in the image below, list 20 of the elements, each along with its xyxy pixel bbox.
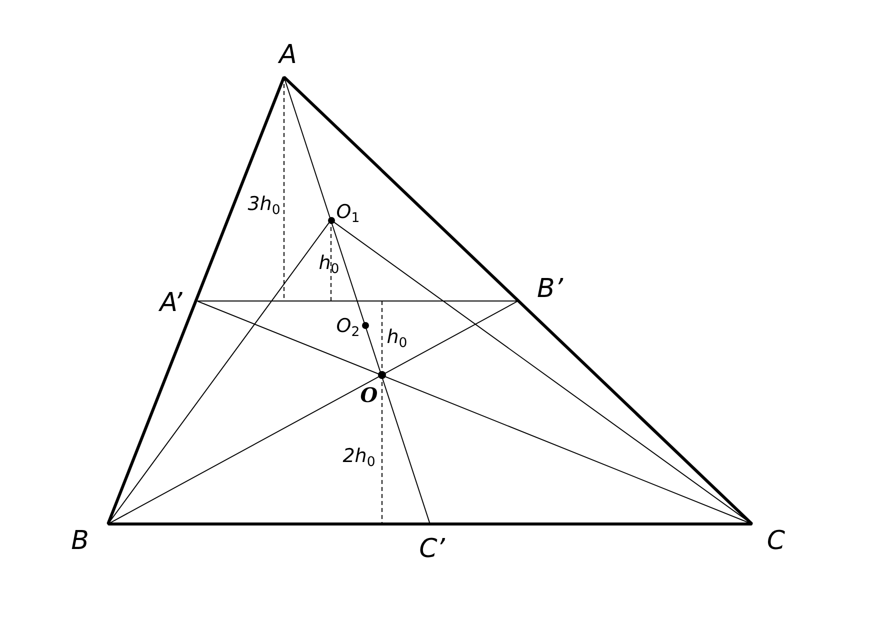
point-label: O$_{1}$: [336, 202, 360, 226]
height-label: 3h$_{0}$: [248, 194, 280, 218]
point-label: C’: [419, 536, 445, 562]
line-segment: [283, 76, 753, 525]
line-segment: [198, 300, 518, 302]
height-label: h$_{0}$: [318, 254, 340, 276]
height-label: h$_{0}$: [386, 328, 408, 350]
point-label: A: [279, 42, 297, 68]
line-segment: [108, 300, 518, 524]
point-label: A’: [160, 290, 182, 316]
point-label: B: [71, 528, 89, 554]
line-segment: [108, 522, 752, 526]
point-label: C: [766, 528, 786, 554]
point-label: B’: [536, 276, 564, 302]
point-label: O: [360, 385, 378, 405]
line-segment: [108, 222, 330, 524]
point-label: O$_{2}$: [336, 316, 360, 340]
line-segment: [106, 76, 286, 525]
height-label: 2h$_{0}$: [342, 446, 376, 470]
line-segment: [284, 77, 430, 524]
